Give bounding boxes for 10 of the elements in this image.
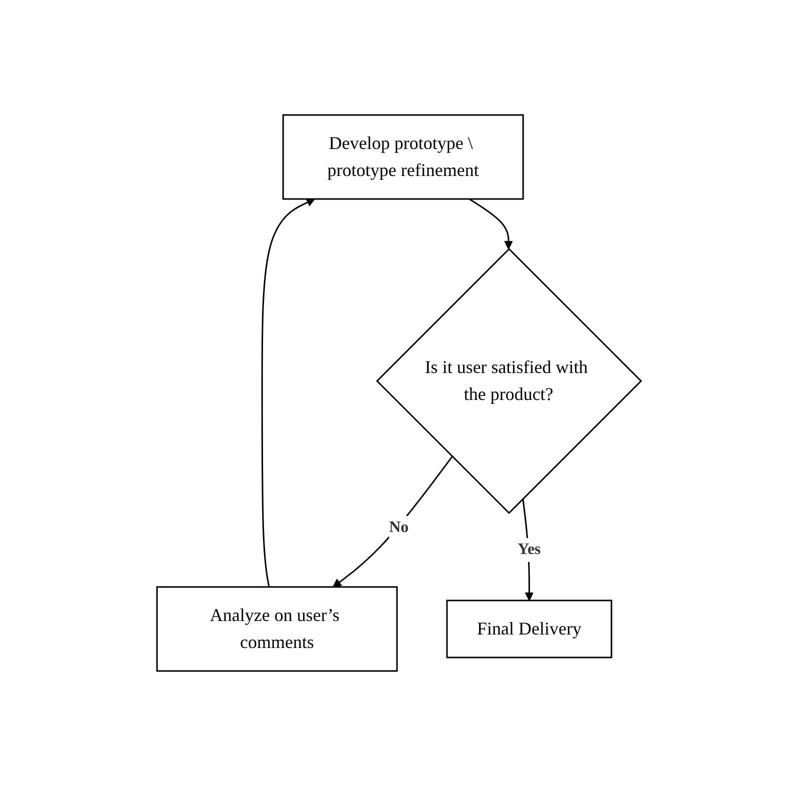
arrow — [333, 456, 454, 587]
arrow — [469, 198, 514, 249]
edge-label: No — [390, 518, 410, 536]
edge-label: Yes — [518, 540, 542, 558]
node-box: Develop prototype \ prototype refinement — [282, 114, 524, 200]
node-box: Final Delivery — [446, 599, 613, 658]
arrow — [522, 498, 534, 600]
node-box: Analyze on user’s comments — [156, 586, 398, 672]
arrow — [262, 198, 316, 587]
node-diamond: Is it user satisfied with the product? — [376, 247, 643, 514]
